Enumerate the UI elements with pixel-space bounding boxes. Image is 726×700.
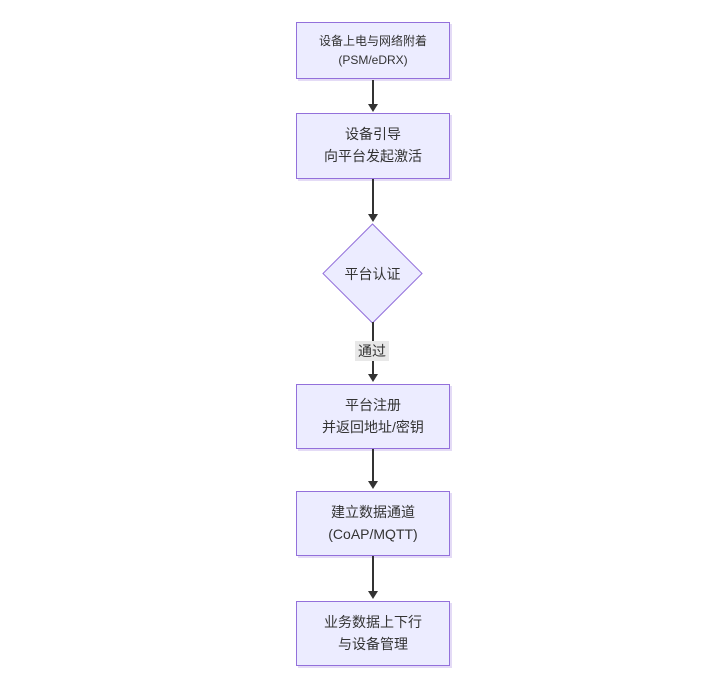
node-text-line: 设备上电与网络附着 xyxy=(318,33,427,48)
flow-node-power-on-attach: 设备上电与网络附着 (PSM/eDRX) xyxy=(296,22,450,79)
flow-arrow-line xyxy=(372,556,374,591)
flow-arrow-line xyxy=(372,449,374,481)
flow-node-business-data: 业务数据上下行 与设备管理 xyxy=(296,601,450,666)
node-text-line: 平台注册 xyxy=(345,396,401,413)
node-text-line: 与设备管理 xyxy=(338,635,408,652)
node-text-line: 业务数据上下行 xyxy=(324,613,422,630)
arrowhead-down-icon xyxy=(368,104,378,112)
flow-arrow-line xyxy=(372,80,374,104)
arrowhead-down-icon xyxy=(368,591,378,599)
node-text-line: 向平台发起激活 xyxy=(324,148,422,164)
node-text-line: 并返回地址/密钥 xyxy=(322,418,424,435)
arrowhead-down-icon xyxy=(368,214,378,222)
arrowhead-down-icon xyxy=(368,481,378,489)
node-text-line: (PSM/eDRX) xyxy=(338,52,408,67)
node-text-line: 设备引导 xyxy=(345,126,401,143)
edge-label-pass: 通过 xyxy=(355,341,389,362)
arrowhead-down-icon xyxy=(368,374,378,382)
flow-node-platform-auth: 平台认证 xyxy=(344,265,401,282)
flow-node-data-channel: 建立数据通道 (CoAP/MQTT) xyxy=(296,491,450,556)
flow-node-platform-register: 平台注册 并返回地址/密钥 xyxy=(296,384,450,449)
node-text-line: (CoAP/MQTT) xyxy=(328,525,418,542)
node-text-line: 建立数据通道 xyxy=(331,503,415,520)
flow-node-bootstrap-activate: 设备引导 向平台发起激活 xyxy=(296,113,450,179)
flow-arrow-line xyxy=(372,179,374,214)
